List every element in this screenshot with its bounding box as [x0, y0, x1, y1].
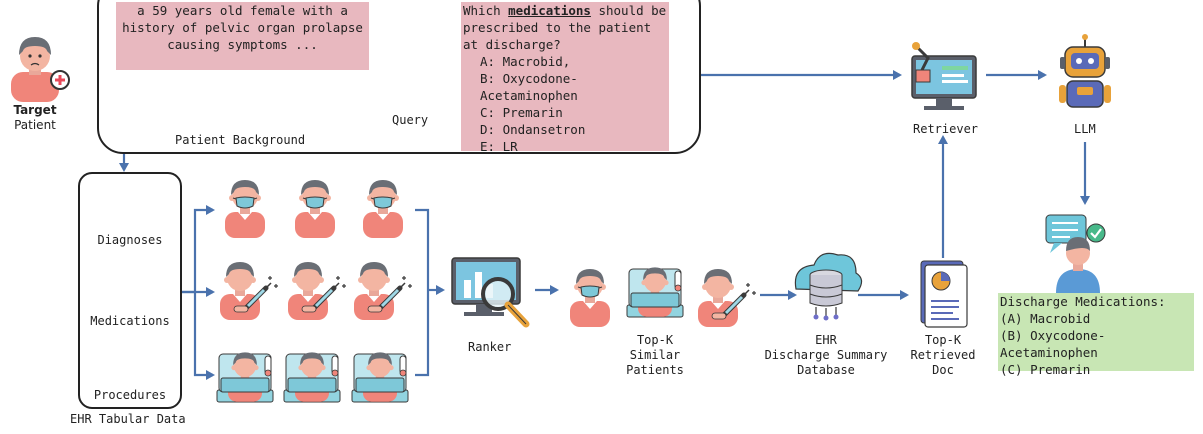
top-k-doc-line1: Top-K: [924, 333, 962, 347]
top-k-doc-label: Top-K Retrieved Doc: [903, 333, 983, 378]
query-option-c: C: Premarin: [480, 105, 563, 120]
patient-background-label: Patient Background: [175, 133, 306, 147]
patient-group-masked: [225, 180, 403, 238]
discharge-item-c: (C) Premarin: [1000, 362, 1091, 377]
top-k-patients-icons: [570, 267, 756, 327]
patient-group-bed: [217, 352, 408, 402]
diagnoses-label: Diagnoses: [97, 233, 163, 247]
ehr-tabular-box: [78, 172, 182, 409]
target-patient-icon: [11, 37, 70, 102]
doctor-message-icon: [1045, 214, 1106, 293]
query-option-d: D: Ondansetron: [480, 122, 586, 137]
arrow-ehr-to-group3: [193, 292, 215, 380]
query-question-box: Which medications should be prescribed t…: [461, 2, 669, 154]
query-option-e: E: LR: [480, 139, 518, 154]
discharge-item-a: (A) Macrobid: [1000, 311, 1091, 326]
discharge-medications-box: Discharge Medications: (A) Macrobid (B) …: [998, 293, 1194, 377]
arrows: [119, 70, 1090, 380]
ranker-label: Ranker: [468, 340, 512, 354]
top-k-patients-line2: Similar: [629, 348, 681, 362]
target-patient-line2: Patient: [14, 118, 56, 132]
query-keyword: medications: [508, 3, 591, 18]
query-option-b: B: Oxycodone-Acetaminophen: [480, 71, 578, 103]
ehr-tabular-label: EHR Tabular Data: [70, 412, 186, 426]
bracket-groups: [415, 208, 430, 377]
top-k-patients-line1: Top-K: [636, 333, 674, 347]
discharge-item-b: (B) Oxycodone-Acetaminophen: [1000, 328, 1106, 360]
llm-robot-icon: [1059, 34, 1111, 108]
database-label: EHR Discharge Summary Database: [756, 333, 896, 378]
query-option-a: A: Macrobid,: [480, 54, 571, 69]
top-k-patients-line3: Patients: [626, 363, 684, 377]
retriever-icon: [911, 42, 977, 110]
medications-label: Medications: [90, 314, 170, 328]
query-label: Query: [392, 113, 429, 127]
target-patient-label: Target Patient: [0, 103, 70, 133]
discharge-title: Discharge Medications:: [1000, 294, 1166, 309]
top-k-patients-label: Top-K Similar Patients: [610, 333, 700, 378]
retriever-label: Retriever: [913, 122, 979, 136]
procedures-label: Procedures: [93, 388, 167, 402]
arrow-ehr-to-group1: [180, 205, 215, 294]
llm-label: LLM: [1074, 122, 1096, 136]
top-k-doc-line3: Doc: [932, 363, 954, 377]
database-icon: [794, 252, 863, 321]
query-question-post: should be prescribed to the patient at d…: [463, 3, 667, 52]
query-question-pre: Which: [463, 3, 509, 18]
database-line3: Database: [797, 363, 855, 377]
top-k-doc-line2: Retrieved: [910, 348, 976, 362]
patient-background-text: a 59 years old female with a history of …: [116, 2, 369, 70]
ranker-icon: [451, 257, 530, 328]
database-line1: EHR: [815, 333, 837, 347]
patient-group-syringe: [220, 262, 412, 320]
retrieved-doc-icon: [920, 260, 968, 328]
database-line2: Discharge Summary: [764, 348, 888, 362]
target-patient-line1: Target: [13, 103, 57, 117]
